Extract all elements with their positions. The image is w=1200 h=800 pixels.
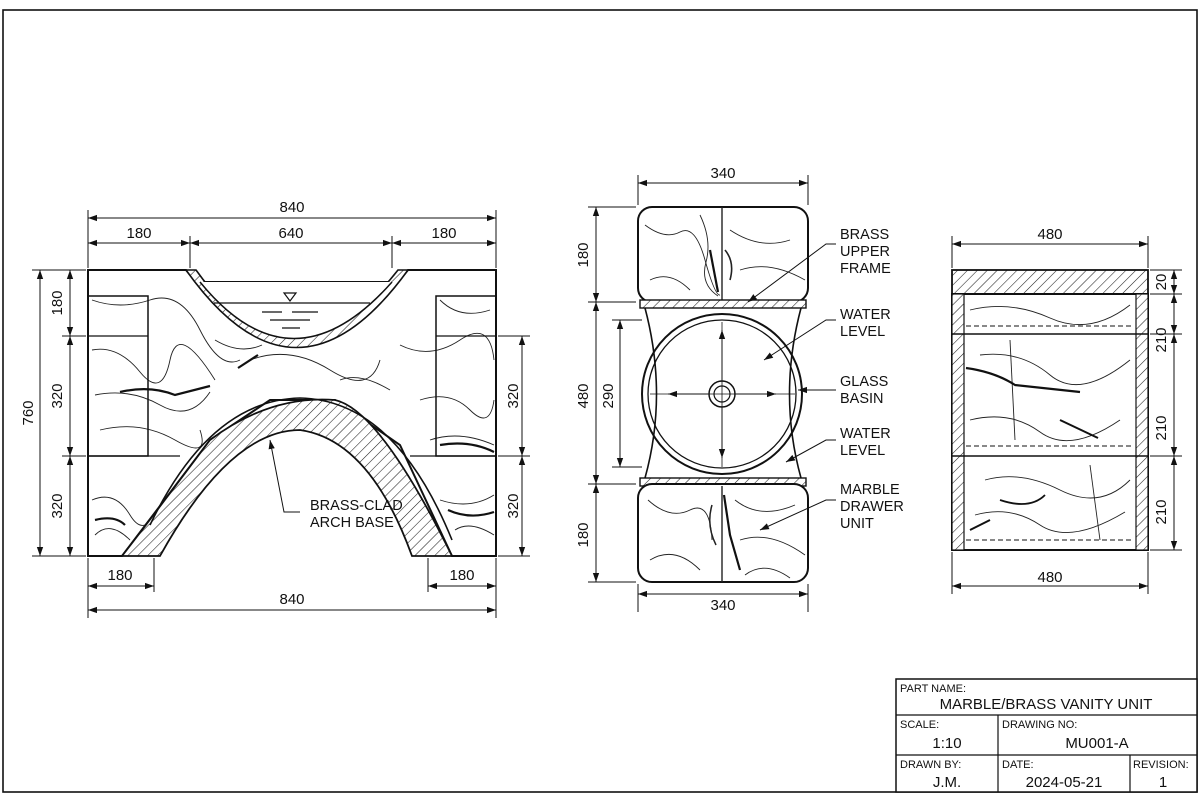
drawn-by-label: DRAWN BY: — [900, 759, 961, 771]
title-block: PART NAME: MARBLE/BRASS VANITY UNIT SCAL… — [895, 678, 1198, 793]
section-bottom-veins — [647, 486, 806, 582]
dim-front-overall-width: 840 — [279, 199, 304, 216]
callout-frame-line3: FRAME — [840, 261, 891, 277]
section-glass-basin — [641, 313, 803, 475]
callout-water2-line1: WATER — [840, 426, 891, 442]
side-marble-veins — [965, 304, 1131, 541]
front-marble-cracks — [94, 354, 495, 526]
revision-value: 1 — [1159, 774, 1167, 791]
section-bottom-block — [637, 483, 809, 583]
side-dimensions — [951, 236, 1182, 594]
dim-front-height-bottom: 320 — [49, 493, 66, 518]
dim-front-overall-width-bottom: 840 — [279, 591, 304, 608]
side-left-post — [951, 293, 965, 551]
dim-side-width-top: 480 — [1037, 226, 1062, 243]
dim-side-drawer-3: 210 — [1153, 499, 1170, 524]
dim-front-overall-height: 760 — [20, 400, 37, 425]
callout-water2-line2: LEVEL — [840, 443, 885, 459]
side-top-slab — [951, 269, 1149, 295]
front-dimensions — [32, 210, 530, 618]
callout-basin-line1: GLASS — [840, 374, 888, 390]
dim-front-height-mid: 320 — [49, 383, 66, 408]
callout-water1-line1: WATER — [840, 307, 891, 323]
dim-side-width-bottom: 480 — [1037, 569, 1062, 586]
drawing-no-value: MU001-A — [1065, 735, 1128, 752]
section-top-veins — [644, 207, 806, 302]
callout-arch-line2: ARCH BASE — [310, 515, 394, 531]
dim-section-width-top: 340 — [710, 165, 735, 182]
callout-basin-line2: BASIN — [840, 391, 884, 407]
dim-front-foot-right: 180 — [449, 567, 474, 584]
dim-front-height-top: 180 — [49, 290, 66, 315]
scale-value: 1:10 — [932, 735, 961, 752]
callout-drawer-line3: UNIT — [840, 516, 874, 532]
dim-front-right-band: 180 — [431, 225, 456, 242]
front-brass-arch — [120, 398, 454, 557]
section-dimension-text: 340 180 480 290 180 340 BRASS UPPER FRAM… — [575, 165, 904, 614]
callout-frame-line1: BRASS — [840, 227, 889, 243]
dim-side-drawer-1: 210 — [1153, 327, 1170, 352]
front-arch-top-edge — [149, 397, 453, 541]
dim-section-height-bottom: 180 — [575, 522, 592, 547]
callout-frame-line2: UPPER — [840, 244, 890, 260]
dim-front-foot-left: 180 — [107, 567, 132, 584]
section-waist-right — [788, 307, 802, 479]
section-view: 340 180 480 290 180 340 BRASS UPPER FRAM… — [575, 165, 904, 614]
dim-front-right-mid: 320 — [505, 383, 522, 408]
title-block-frame — [895, 678, 1198, 793]
part-name-label: PART NAME: — [900, 683, 966, 695]
front-basin-inner — [199, 281, 393, 340]
scale-label: SCALE: — [900, 719, 939, 731]
dim-section-width-bottom: 340 — [710, 597, 735, 614]
dim-side-top-thickness: 20 — [1153, 274, 1170, 291]
dim-front-center-span: 640 — [278, 225, 303, 242]
drawing-no-label: DRAWING NO: — [1002, 719, 1077, 731]
dim-side-drawer-2: 210 — [1153, 415, 1170, 440]
side-right-post — [1135, 293, 1149, 551]
part-name-value: MARBLE/BRASS VANITY UNIT — [940, 696, 1153, 713]
date-value: 2024-05-21 — [1026, 774, 1103, 791]
sheet-border — [2, 9, 1198, 793]
date-label: DATE: — [1002, 759, 1034, 771]
section-brass-upper-frame — [639, 299, 807, 309]
front-dimension-text: 840 180 640 180 180 320 320 760 320 320 … — [20, 199, 522, 608]
callout-arch-line1: BRASS-CLAD — [310, 498, 403, 514]
revision-label: REVISION: — [1133, 759, 1189, 771]
front-water-level-icon — [214, 292, 370, 329]
dim-section-basin-dia: 290 — [600, 383, 617, 408]
dim-front-left-band: 180 — [126, 225, 151, 242]
callout-water1-line2: LEVEL — [840, 324, 885, 340]
section-top-block — [637, 206, 809, 303]
callout-drawer-line1: MARBLE — [840, 482, 900, 498]
section-waist-left — [644, 307, 658, 479]
side-dimension-text: 480 20 210 210 210 480 — [1037, 226, 1170, 586]
section-dimensions — [588, 175, 836, 612]
dim-section-height-mid: 480 — [575, 383, 592, 408]
side-body — [951, 293, 1149, 551]
front-view: 840 180 640 180 180 320 320 760 320 320 … — [20, 199, 530, 618]
callout-drawer-line2: DRAWER — [840, 499, 904, 515]
side-dashed-lines — [966, 325, 1134, 541]
dim-section-height-top: 180 — [575, 242, 592, 267]
drawn-by-value: J.M. — [933, 774, 961, 791]
dim-front-right-bottom: 320 — [505, 493, 522, 518]
side-view: 480 20 210 210 210 480 — [951, 226, 1182, 594]
